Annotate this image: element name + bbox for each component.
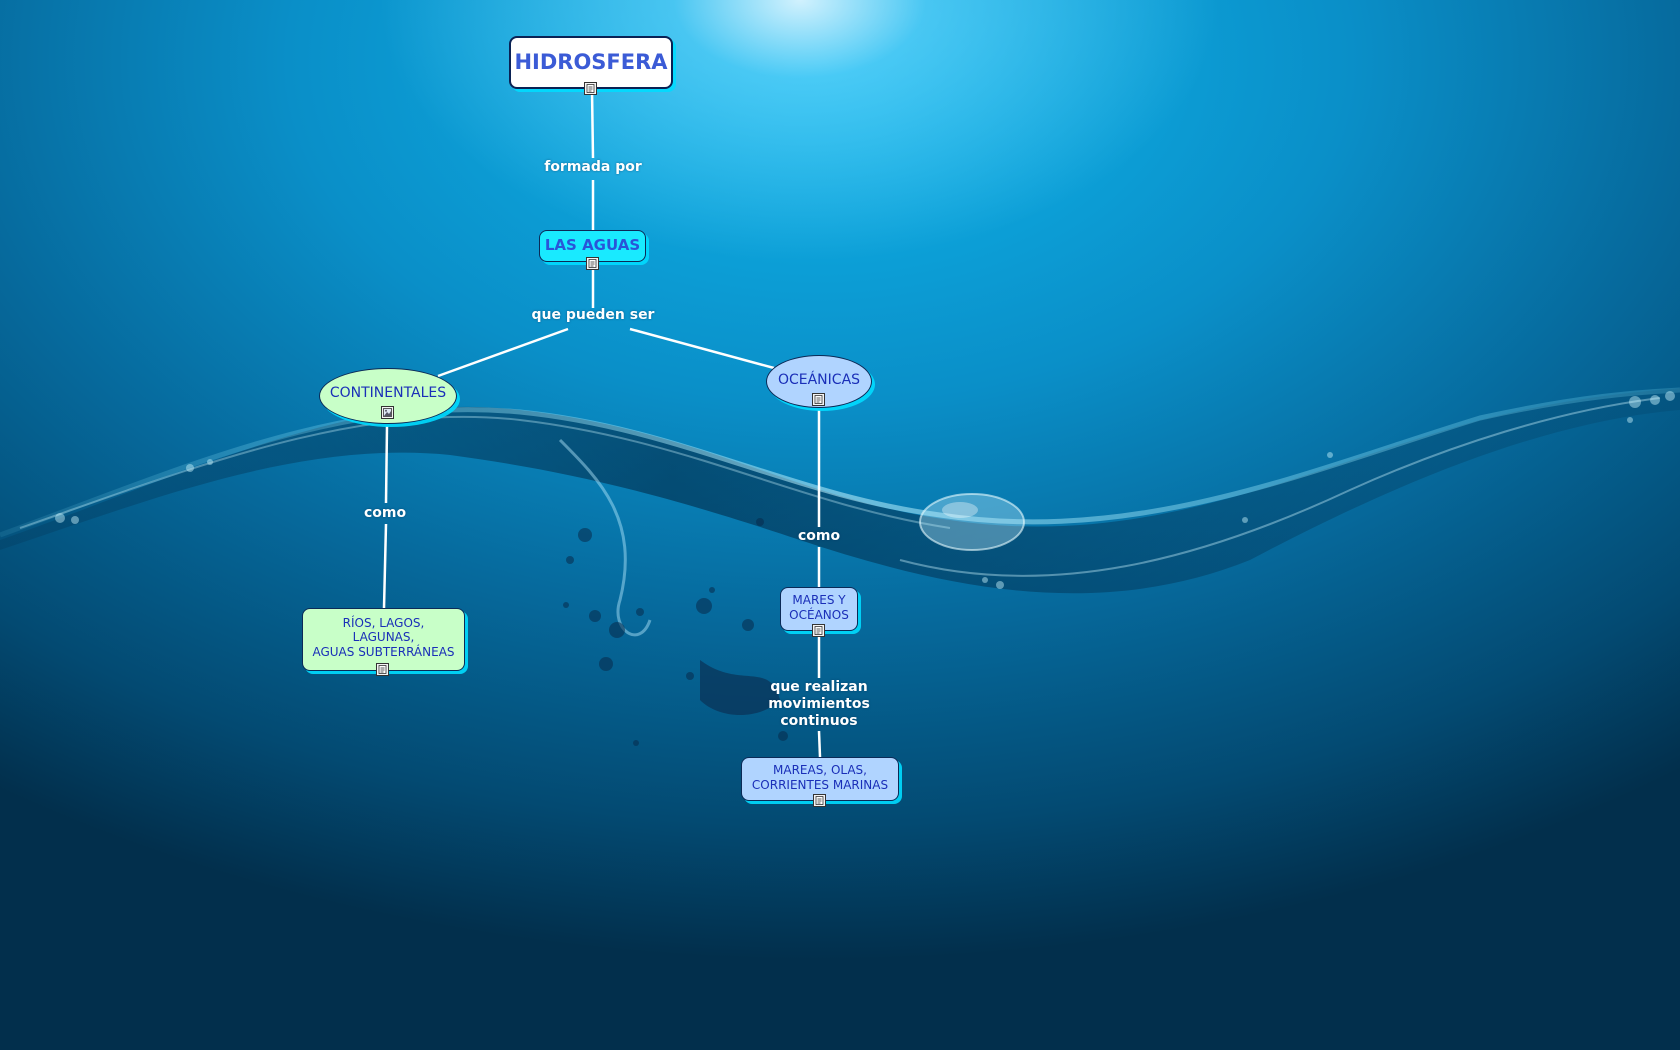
document-icon[interactable] <box>584 82 597 95</box>
link-label-que-pueden-ser[interactable]: que pueden ser <box>531 307 655 323</box>
document-icon[interactable] <box>586 257 599 270</box>
line-como-rios <box>382 523 388 609</box>
concept-hidrosfera[interactable]: HIDROSFERA <box>509 36 673 89</box>
concept-las-aguas-label: LAS AGUAS <box>544 236 641 254</box>
concept-oceanicas-label: OCEÁNICAS <box>777 372 861 389</box>
concept-rios-lagos-label: RÍOS, LAGOS, LAGUNAS, AGUAS SUBTERRÁNEAS <box>312 615 455 659</box>
concept-mareas-olas-label: MAREAS, OLAS, CORRIENTES MARINAS <box>751 763 889 792</box>
concept-mares-oceanos[interactable]: MARES Y OCÉANOS <box>780 587 858 631</box>
link-label-como-continentales[interactable]: como <box>363 505 407 521</box>
link-label-como-oceanicas[interactable]: como <box>797 528 841 544</box>
link-label-formada-por[interactable]: formada por <box>544 159 642 175</box>
line-pueden-oceanicas <box>629 327 775 370</box>
concept-hidrosfera-label: HIDROSFERA <box>514 49 668 74</box>
concept-rios-lagos[interactable]: RÍOS, LAGOS, LAGUNAS, AGUAS SUBTERRÁNEAS <box>302 608 465 671</box>
line-realizan-mareas <box>817 730 822 758</box>
concept-continentales[interactable]: CONTINENTALES <box>319 368 457 424</box>
link-label-que-realizan[interactable]: que realizan movimientos continuos <box>768 679 870 729</box>
document-icon[interactable] <box>813 794 826 807</box>
concept-continentales-label: CONTINENTALES <box>329 384 447 401</box>
concept-mares-oceanos-label: MARES Y OCÉANOS <box>789 593 849 622</box>
concept-mareas-olas[interactable]: MAREAS, OLAS, CORRIENTES MARINAS <box>741 757 899 801</box>
line-pueden-continentales <box>437 327 569 378</box>
document-icon[interactable] <box>376 663 389 676</box>
image-icon[interactable] <box>381 406 394 419</box>
document-icon[interactable] <box>812 393 825 406</box>
line-hidrosfera-formada <box>590 89 595 159</box>
line-continentales-como <box>384 425 389 504</box>
document-icon[interactable] <box>812 624 825 637</box>
